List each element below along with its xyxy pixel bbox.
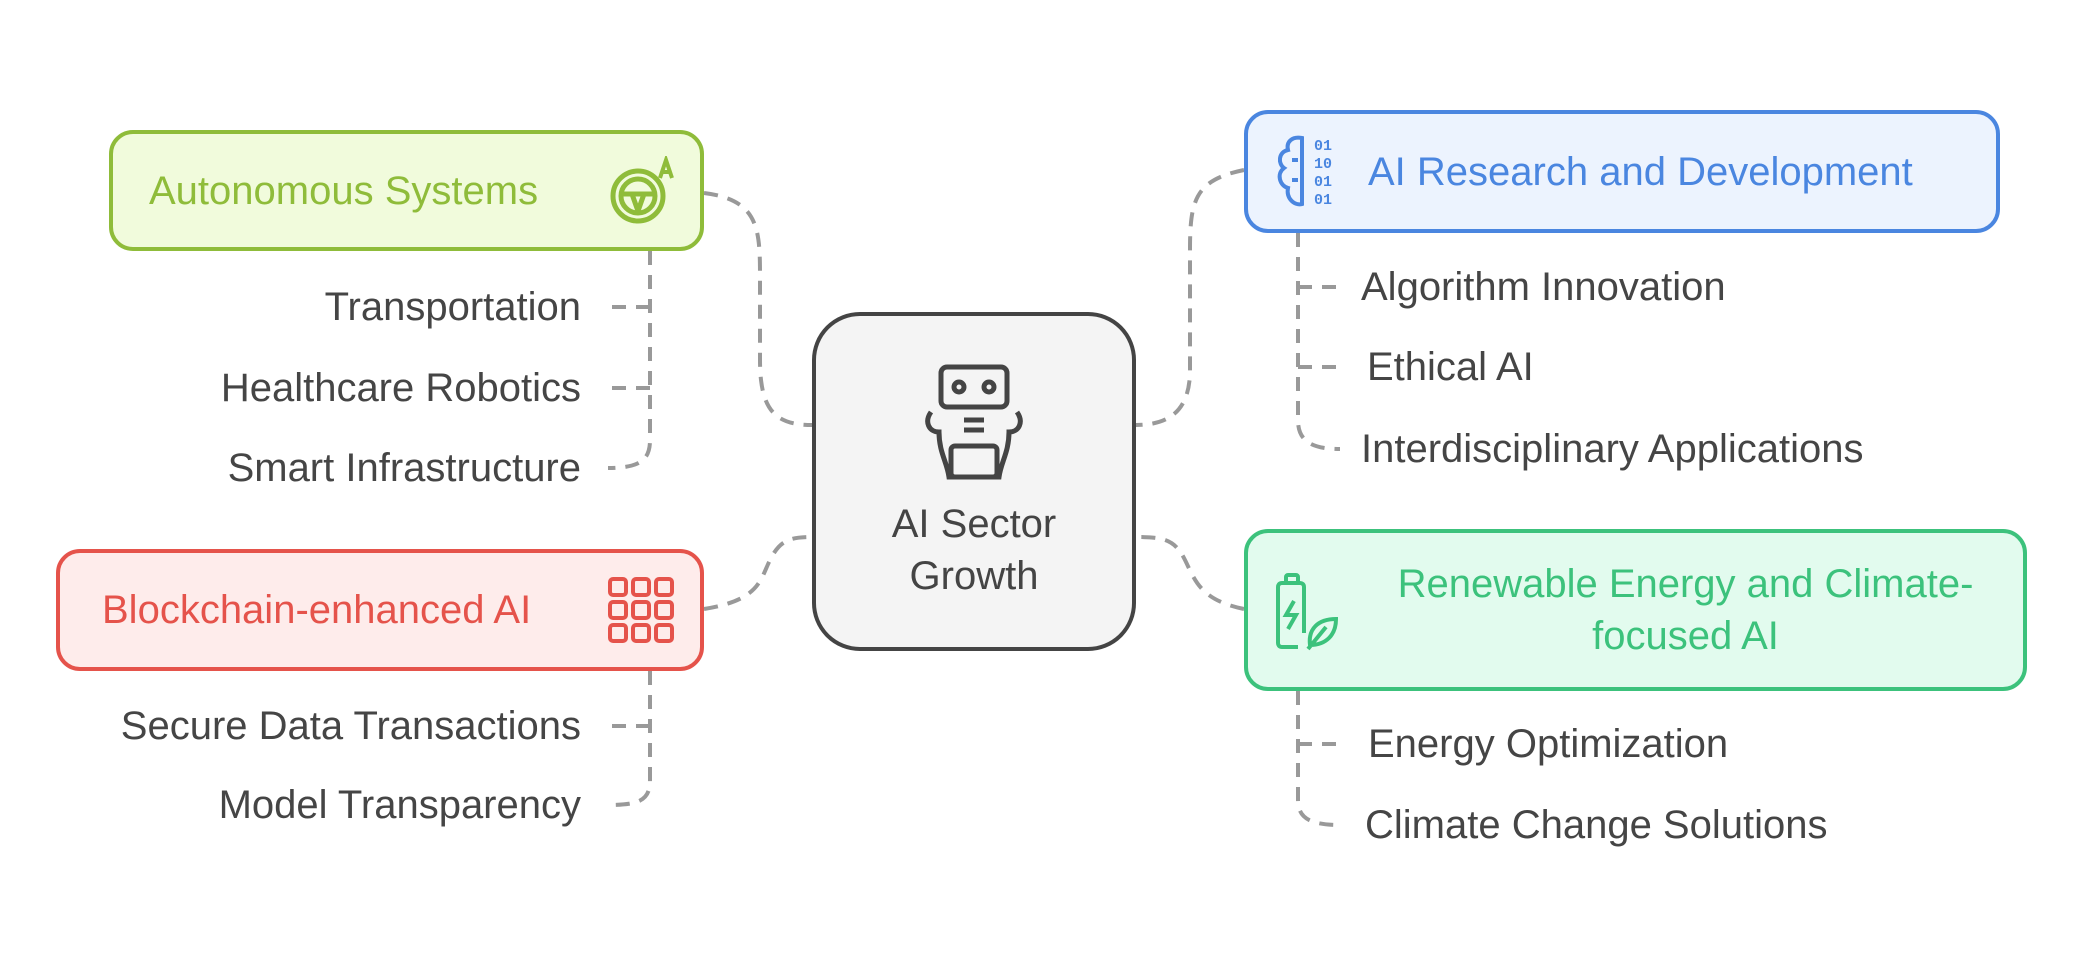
branch-label-line1: Renewable Energy and Climate-: [1397, 562, 1974, 606]
connector-autonomous: [703, 191, 813, 427]
research-item-interdisciplinary-applications: Interdisciplinary Applications: [1361, 427, 1864, 471]
center-node[interactable]: AI Sector Growth: [812, 312, 1136, 651]
svg-text:01: 01: [1314, 174, 1332, 191]
research-item-ethical-ai: Ethical AI: [1367, 345, 1534, 389]
connector-autonomous-subs: [607, 251, 652, 470]
blockchain-item-secure-data-transactions: Secure Data Transactions: [120, 704, 581, 748]
connector-blockchain: [703, 535, 813, 611]
center-title-line2: Growth: [909, 553, 1039, 598]
branch-label-line2: focused AI: [1592, 614, 1779, 658]
branch-ai-research-development[interactable]: 01 10 01 01 AI Research and Development: [1244, 110, 2000, 233]
connector-renewable-subs: [1296, 691, 1341, 827]
autonomous-item-transportation: Transportation: [324, 285, 581, 329]
svg-text:10: 10: [1314, 156, 1332, 173]
branch-label: Blockchain-enhanced AI: [102, 588, 532, 632]
renewable-item-climate-change-solutions: Climate Change Solutions: [1365, 803, 1828, 847]
research-item-algorithm-innovation: Algorithm Innovation: [1361, 265, 1726, 309]
branch-label: Autonomous Systems: [149, 168, 539, 213]
autonomous-item-smart-infrastructure: Smart Infrastructure: [227, 446, 581, 490]
branch-label: AI Research and Development: [1368, 149, 1913, 194]
brain-binary-icon: 01 10 01 01: [1277, 135, 1332, 209]
branch-autonomous-systems[interactable]: Autonomous Systems: [109, 130, 704, 251]
svg-text:01: 01: [1314, 192, 1332, 209]
svg-text:01: 01: [1314, 138, 1332, 155]
blockchain-grid-icon: [608, 577, 674, 643]
steering-wheel-icon: [610, 156, 674, 224]
renewable-item-energy-optimization: Energy Optimization: [1368, 722, 1729, 766]
connector-blockchain-subs: [607, 671, 652, 807]
battery-leaf-icon: [1276, 573, 1339, 651]
branch-renewable-energy-climate-ai[interactable]: Renewable Energy and Climate- focused AI: [1244, 529, 2027, 691]
connector-research: [1135, 168, 1245, 427]
autonomous-item-healthcare-robotics: Healthcare Robotics: [220, 366, 581, 410]
branch-blockchain-enhanced-ai[interactable]: Blockchain-enhanced AI: [56, 549, 704, 671]
connector-research-subs: [1296, 233, 1341, 451]
connector-renewable: [1135, 535, 1245, 611]
robot-icon: [925, 364, 1023, 479]
center-title-line1: AI Sector: [891, 501, 1057, 546]
blockchain-item-model-transparency: Model Transparency: [218, 783, 581, 827]
